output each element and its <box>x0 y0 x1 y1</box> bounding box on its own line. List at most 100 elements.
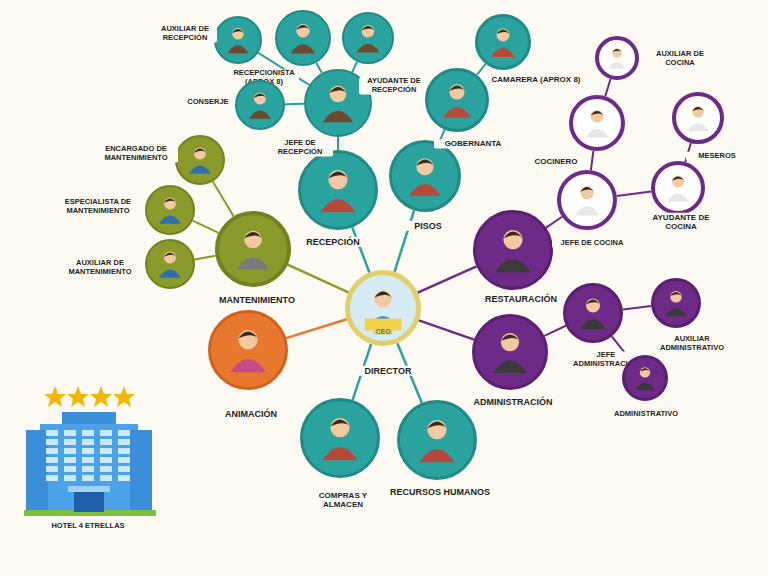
role-circle: RESTAURACIÓN <box>473 210 553 290</box>
branch-line <box>352 227 369 272</box>
role-circle: ANIMACIÓN <box>208 310 288 390</box>
role-label: CONSERJE <box>182 98 234 107</box>
branch-line <box>193 221 219 233</box>
role-icon <box>475 317 545 387</box>
hotel-building <box>24 412 156 516</box>
role-icon <box>428 71 486 129</box>
hotel-caption: HOTEL 4 ETRELLAS <box>49 521 126 530</box>
stars <box>44 386 135 407</box>
role-icon <box>476 213 550 287</box>
role-circle: JEFE DE COCINA <box>557 170 617 230</box>
role-label: ENCARGADO DE MANTENIMIENTO <box>94 145 178 162</box>
role-circle: ENCARGADO DE MANTENIMIENTO <box>175 135 225 185</box>
role-icon <box>344 14 392 62</box>
branch-line <box>544 326 565 336</box>
desk-label: CEO <box>373 328 392 335</box>
role-label: MESEROS <box>686 152 748 161</box>
role-icon <box>219 215 287 283</box>
role-circle: AUXILIAR DE MANTENIMIENTO <box>145 239 195 289</box>
role-label: ADMINISTRATIVO <box>600 410 692 419</box>
hotel-windows <box>46 430 130 481</box>
role-label: ADMINISTRACIÓN <box>463 397 563 407</box>
role-circle: MESEROS <box>672 92 724 144</box>
role-circle: COMPRAS Y ALMACEN <box>300 398 380 478</box>
role-icon <box>211 313 285 387</box>
role-icon <box>147 187 193 233</box>
role-circle: JEFE ADMINISTRACION <box>563 283 623 343</box>
branch-line <box>286 319 347 338</box>
role-icon <box>655 165 701 211</box>
role-label: COMPRAS Y ALMACEN <box>309 491 377 509</box>
branch-line <box>288 265 349 293</box>
role-label: AUXILIAR DE RECEPCIÓN <box>153 25 217 42</box>
role-icon <box>392 143 458 209</box>
branch-line <box>419 320 474 339</box>
role-icon <box>478 17 528 67</box>
role-circle: AUXILIAR DE RECEPCIÓN <box>214 16 262 64</box>
role-label: AUXILIAR ADMINISTRATIVO <box>648 335 736 352</box>
role-label: JEFE DE RECEPCIÓN <box>267 139 333 156</box>
branch-line <box>316 63 322 73</box>
branch-line <box>605 79 610 96</box>
role-circle: CONSERJE <box>235 80 285 130</box>
role-icon <box>573 99 621 147</box>
role-icon <box>400 403 474 477</box>
role-label: RECURSOS HUMANOS <box>383 487 497 497</box>
role-icon <box>147 241 193 287</box>
role-circle: AYUDANTE DE COCINA <box>651 161 705 215</box>
role-icon <box>237 82 283 128</box>
role-circle: ESPECIALISTA DE MANTENIMIENTO <box>145 185 195 235</box>
role-label: PISOS <box>401 221 455 231</box>
role-icon <box>676 96 720 140</box>
role-icon <box>654 281 698 325</box>
role-label: AYUDANTE DE COCINA <box>646 213 716 231</box>
role-label: AUXILIAR DE COCINA <box>646 50 714 67</box>
role-circle: RECURSOS HUMANOS <box>397 400 477 480</box>
role-circle: ADMINISTRATIVO <box>622 355 668 401</box>
role-icon <box>277 12 329 64</box>
branch-line <box>352 62 357 73</box>
role-circle: DIRECTOR <box>345 270 421 346</box>
role-icon <box>177 137 223 183</box>
branch-line <box>617 192 651 197</box>
branch-line <box>195 256 216 260</box>
role-icon <box>599 40 635 76</box>
branch-line <box>477 64 486 75</box>
branch-line <box>623 306 651 309</box>
role-circle: ADMINISTRACIÓN <box>472 314 548 390</box>
role-circle: AUXILIAR DE COCINA <box>595 36 639 80</box>
role-label: RECEPCIÓN <box>291 237 375 247</box>
role-icon <box>301 153 375 227</box>
role-circle: AUXILIAR ADMINISTRATIVO <box>651 278 701 328</box>
branch-line <box>395 210 415 271</box>
role-circle: AYUDANTE DE RECEPCIÓN <box>342 12 394 64</box>
role-label: DIRECTOR <box>351 366 425 376</box>
role-circle: COCINERO <box>569 95 625 151</box>
branch-line <box>213 181 234 216</box>
role-icon <box>561 174 613 226</box>
role-label: ANIMACIÓN <box>209 409 293 419</box>
role-circle: PISOS <box>389 140 461 212</box>
role-label: ESPECIALISTA DE MANTENIMIENTO <box>54 198 142 215</box>
branch-line <box>418 266 477 292</box>
role-label: CAMARERA (APROX 8) <box>484 75 588 84</box>
role-icon <box>625 358 665 398</box>
role-circle: CAMARERA (APROX 8) <box>475 14 531 70</box>
role-circle: MANTENIMIENTO <box>215 211 291 287</box>
role-circle: GOBERNANTA <box>425 68 489 132</box>
role-label: COCINERO <box>526 157 586 166</box>
branch-line <box>591 151 594 170</box>
role-label: AYUDANTE DE RECEPCIÓN <box>359 77 429 94</box>
role-label: AUXILIAR DE MANTENIMIENTO <box>58 259 142 276</box>
role-label: RESTAURACIÓN <box>474 294 568 304</box>
role-icon <box>303 401 377 475</box>
role-label: JEFE DE COCINA <box>552 239 632 248</box>
branch-line <box>337 137 339 150</box>
role-circle: RECEPCIONISTA (APROX 8) <box>275 10 331 66</box>
branch-line <box>285 103 304 105</box>
role-icon <box>566 286 620 340</box>
branch-line <box>546 217 562 228</box>
role-circle: RECEPCIÓN <box>298 150 378 230</box>
role-label: GOBERNANTA <box>434 139 512 148</box>
